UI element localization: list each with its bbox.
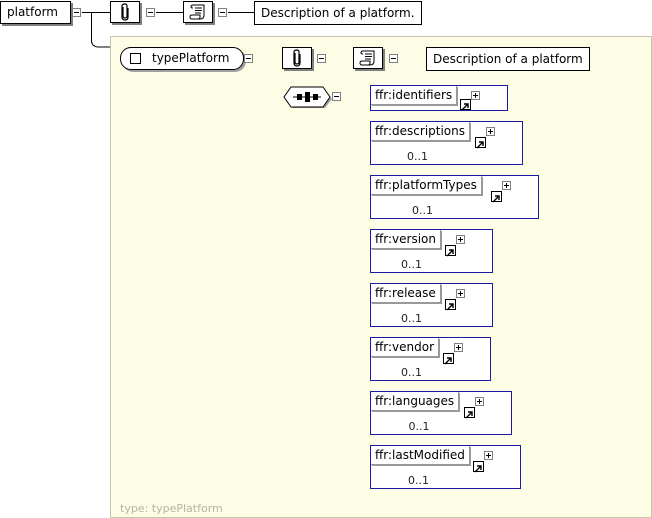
child-element-identifiers[interactable]: ffr:identifiers [370, 85, 508, 111]
reference-arrow-icon [460, 99, 471, 111]
sequence-compositor[interactable] [282, 86, 332, 108]
occurrence-label: 0..1 [401, 258, 422, 271]
root-annotation-text: Description of a platform. [261, 6, 415, 20]
child-element-name: ffr:descriptions [371, 122, 471, 141]
child-element-version[interactable]: ffr:version 0..1 [370, 229, 493, 273]
child-element-name: ffr:identifiers [371, 86, 458, 105]
root-element-box[interactable]: platform [0, 1, 71, 24]
child-element-name: ffr:vendor [371, 338, 440, 357]
type-name-box[interactable]: typePlatform [120, 47, 244, 70]
root-attribute-collapse-icon[interactable] [146, 8, 155, 17]
child-element-lastModified[interactable]: ffr:lastModified 0..1 [370, 445, 521, 489]
root-collapse-icon[interactable] [72, 8, 81, 17]
type-attribute-collapse-icon[interactable] [317, 54, 326, 63]
expand-plus-icon[interactable] [456, 289, 465, 298]
sequence-collapse-icon[interactable] [332, 92, 341, 101]
type-annotation-box: Description of a platform [426, 47, 590, 71]
type-documentation-collapse-icon[interactable] [389, 54, 398, 63]
reference-arrow-icon [473, 461, 484, 473]
child-element-name: ffr:languages [371, 392, 460, 411]
expand-plus-icon[interactable] [484, 451, 493, 460]
expand-plus-icon[interactable] [471, 91, 480, 100]
reference-arrow-icon [475, 137, 486, 149]
root-documentation-box[interactable] [183, 1, 213, 23]
occurrence-label: 0..1 [412, 204, 433, 217]
root-documentation-collapse-icon[interactable] [218, 8, 227, 17]
occurrence-label: 0..1 [408, 420, 430, 433]
expand-plus-icon[interactable] [486, 127, 495, 136]
type-name: typePlatform [152, 51, 230, 65]
type-collapse-icon[interactable] [244, 54, 253, 63]
child-element-name: ffr:release [371, 284, 441, 303]
scroll-icon [189, 4, 205, 20]
expand-plus-icon[interactable] [502, 181, 511, 190]
child-element-name: ffr:version [371, 230, 441, 249]
child-element-name: ffr:lastModified [371, 446, 470, 465]
child-element-platformTypes[interactable]: ffr:platformTypes 0..1 [370, 175, 539, 219]
paperclip-icon [293, 49, 301, 67]
occurrence-label: 0..1 [401, 312, 422, 325]
root-annotation-box: Description of a platform. [254, 1, 422, 25]
child-element-descriptions[interactable]: ffr:descriptions 0..1 [370, 121, 523, 165]
root-attribute-box[interactable] [110, 1, 140, 23]
child-element-languages[interactable]: ffr:languages 0..1 [370, 391, 512, 435]
reference-arrow-icon [443, 353, 454, 365]
child-element-vendor[interactable]: ffr:vendor 0..1 [370, 337, 491, 381]
occurrence-label: 0..1 [407, 150, 428, 163]
occurrence-label: 0..1 [408, 474, 429, 487]
type-attribute-box[interactable] [282, 47, 312, 69]
sequence-compositor-icon [283, 86, 332, 108]
child-element-release[interactable]: ffr:release 0..1 [370, 283, 493, 327]
expand-plus-icon[interactable] [456, 235, 465, 244]
type-footer-label: type: typePlatform [120, 502, 223, 515]
type-checkbox-icon [130, 53, 141, 64]
scroll-icon [359, 50, 375, 66]
occurrence-label: 0..1 [401, 366, 422, 379]
type-documentation-box[interactable] [353, 47, 383, 69]
reference-arrow-icon [464, 407, 475, 419]
root-element-name: platform [7, 5, 58, 19]
reference-arrow-icon [445, 299, 456, 311]
paperclip-icon [121, 3, 129, 21]
expand-plus-icon[interactable] [454, 343, 463, 352]
reference-arrow-icon [445, 245, 456, 257]
child-element-name: ffr:platformTypes [371, 176, 482, 195]
type-annotation-text: Description of a platform [433, 52, 583, 66]
reference-arrow-icon [491, 191, 502, 203]
expand-plus-icon[interactable] [475, 397, 484, 406]
